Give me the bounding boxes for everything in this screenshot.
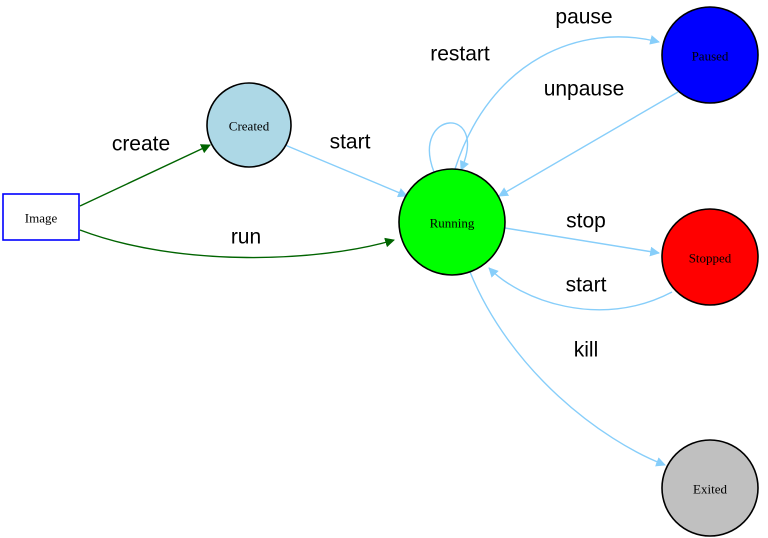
- edges-layer: create run start restart pause unpause: [79, 6, 679, 467]
- node-stopped-label: Stopped: [689, 251, 732, 266]
- edge-restart: restart: [428, 43, 490, 173]
- node-exited[interactable]: Exited: [661, 439, 759, 537]
- edge-run: run: [79, 226, 395, 259]
- edge-create-path: [79, 144, 211, 207]
- edge-unpause-path: [498, 91, 679, 197]
- edge-start-created: start: [284, 131, 408, 198]
- node-created-label: Created: [229, 119, 270, 134]
- edge-label-kill: kill: [574, 339, 599, 362]
- edge-kill: kill: [469, 271, 666, 467]
- edge-label-pause: pause: [555, 6, 612, 29]
- edge-label-create: create: [112, 133, 170, 156]
- edge-label-stop: stop: [566, 210, 606, 233]
- node-running[interactable]: Running: [398, 168, 506, 276]
- node-image-shape[interactable]: [2, 193, 80, 241]
- node-paused[interactable]: Paused: [661, 6, 759, 104]
- edge-start-stopped-path: [488, 267, 673, 311]
- nodes-layer: Image Created Running Paused Stopped Exi: [2, 6, 759, 537]
- edge-restart-path: [428, 122, 470, 173]
- edge-unpause: unpause: [498, 78, 679, 197]
- edge-start-created-path: [284, 144, 408, 198]
- node-exited-label: Exited: [693, 482, 727, 497]
- edge-start-stopped: start: [488, 267, 673, 311]
- edge-pause: pause: [454, 6, 660, 170]
- edge-kill-path: [469, 271, 666, 467]
- edge-label-start-created: start: [330, 131, 371, 154]
- edge-label-restart: restart: [430, 43, 490, 66]
- node-image[interactable]: Image: [2, 193, 80, 241]
- node-image-label: Image: [25, 211, 58, 226]
- node-created[interactable]: Created: [206, 82, 292, 168]
- node-paused-shape[interactable]: [661, 6, 759, 104]
- node-running-shape[interactable]: [398, 168, 506, 276]
- edge-stop: stop: [504, 210, 660, 257]
- edge-label-run: run: [231, 226, 261, 249]
- edge-create: create: [79, 133, 211, 207]
- node-running-label: Running: [430, 216, 475, 231]
- edge-stop-path: [504, 227, 660, 257]
- node-created-shape[interactable]: [206, 82, 292, 168]
- edge-label-start-stopped: start: [566, 274, 607, 297]
- node-stopped-shape[interactable]: [661, 208, 759, 306]
- node-paused-label: Paused: [692, 49, 729, 64]
- edge-label-unpause: unpause: [544, 78, 625, 101]
- node-stopped[interactable]: Stopped: [661, 208, 759, 306]
- edge-run-path: [79, 229, 395, 259]
- node-exited-shape[interactable]: [661, 439, 759, 537]
- edge-pause-path: [454, 35, 660, 170]
